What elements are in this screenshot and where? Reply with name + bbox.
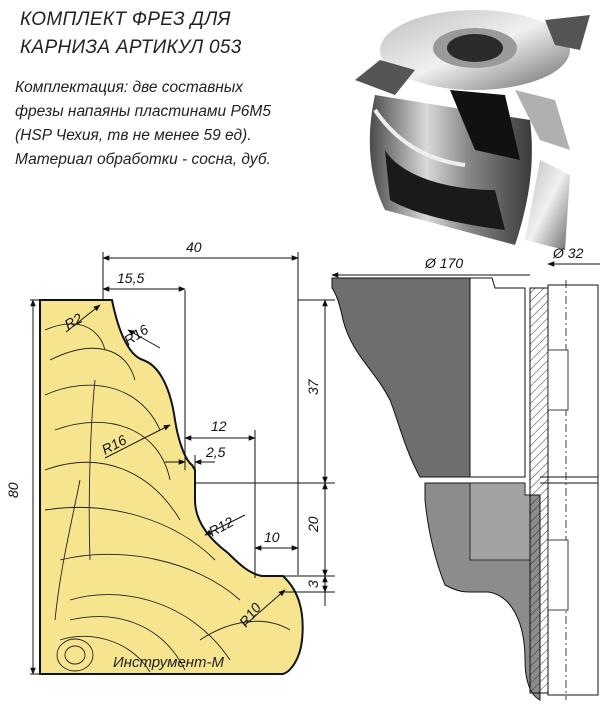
diameter-32: Ø 32 <box>552 245 584 261</box>
diameter-170: Ø 170 <box>424 255 463 271</box>
title-line-2: КАРНИЗА АРТИКУЛ 053 <box>20 37 242 58</box>
dim-80: 80 <box>5 482 21 498</box>
spec-line-1: Комплектация: две составных <box>15 79 243 96</box>
dim-10: 10 <box>264 529 280 545</box>
dim-2-5: 2,5 <box>205 444 226 460</box>
dim-37: 37 <box>305 378 321 395</box>
spec-line-2: фрезы напаяны пластинами Р6М5 <box>15 103 271 120</box>
brand-label: Инструмент-М <box>113 654 225 671</box>
dim-12: 12 <box>211 418 227 434</box>
wood-grain <box>44 323 291 673</box>
title-block: КОМПЛЕКТ ФРЕЗ ДЛЯ КАРНИЗА АРТИКУЛ 053 <box>20 6 242 62</box>
milling-cutter-photo <box>355 10 590 250</box>
hub-section <box>529 287 549 694</box>
radius-r12: R12 <box>206 513 236 539</box>
profile-shape <box>39 299 304 675</box>
dim-15-5: 15,5 <box>117 270 144 286</box>
spec-block: Комплектация: две составных фрезы напаян… <box>15 76 271 172</box>
cutter-upper-section <box>331 277 471 478</box>
spec-line-3: (HSP Чехия, тв не менее 59 ед). <box>15 127 252 144</box>
dim-40: 40 <box>186 239 202 255</box>
spec-line-4: Материал обработки - сосна, дуб. <box>15 151 271 168</box>
cutter-upper-body <box>469 277 526 478</box>
dim-20: 20 <box>305 516 321 533</box>
title-line-1: КОМПЛЕКТ ФРЕЗ ДЛЯ <box>20 9 231 30</box>
shaft-bore <box>547 284 599 696</box>
dim-3: 3 <box>305 580 321 588</box>
radius-r2: R2 <box>62 310 86 333</box>
